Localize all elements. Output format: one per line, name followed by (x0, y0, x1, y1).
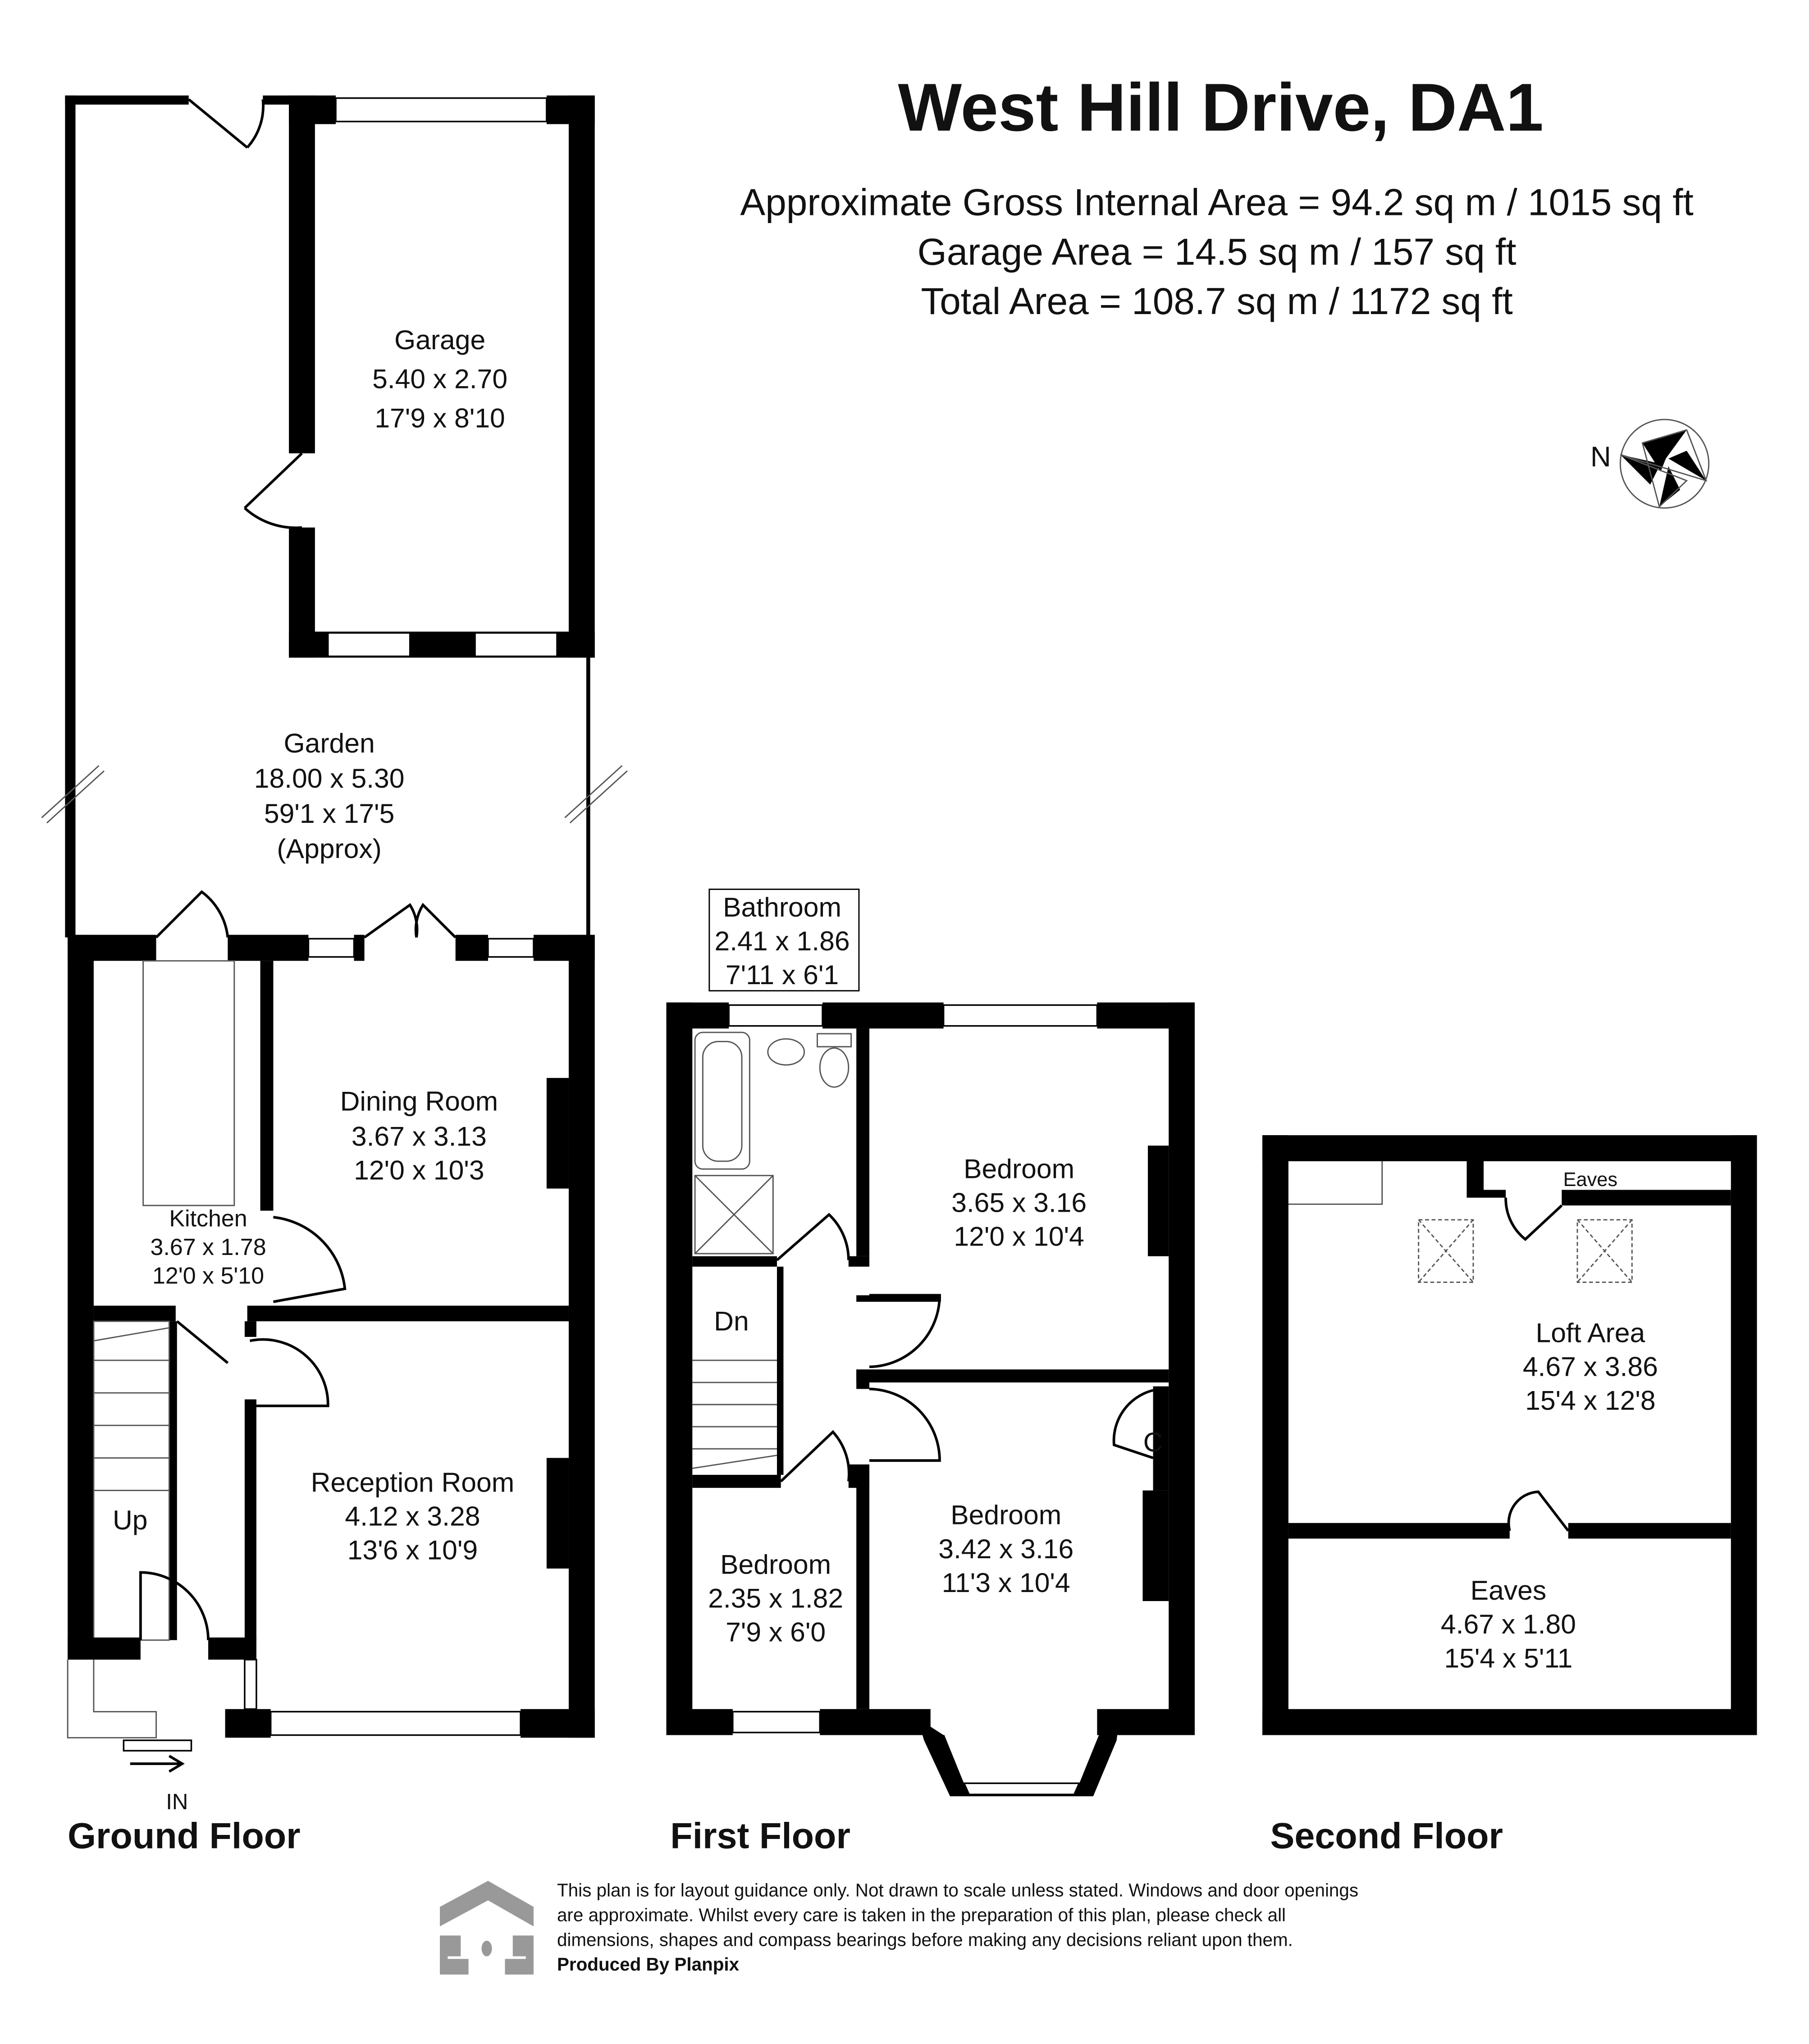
bedroom-1-dims-m: 3.65 x 3.16 (951, 1187, 1087, 1218)
bedroom-2-label: Bedroom (950, 1500, 1061, 1530)
ground-stairs (93, 1320, 170, 1641)
dining-dims-ft: 12'0 x 10'3 (354, 1154, 484, 1185)
loft-dims-ft: 15'4 x 12'8 (1525, 1385, 1655, 1416)
gross-area: Approximate Gross Internal Area = 94.2 s… (740, 181, 1693, 224)
bedroom-3-dims-ft: 7'9 x 6'0 (726, 1617, 826, 1647)
compass-rose-icon: N (1590, 419, 1710, 509)
eaves-dims-m: 4.67 x 1.80 (1441, 1609, 1576, 1639)
bathroom-fixtures (694, 1031, 852, 1255)
total-area: Total Area = 108.7 sq m / 1172 sq ft (921, 280, 1512, 322)
garden-label: Garden (283, 728, 375, 758)
kitchen-label: Kitchen (169, 1205, 247, 1232)
kitchen-dims-ft: 12'0 x 5'10 (152, 1263, 264, 1289)
ground-floor-plan (41, 95, 628, 1773)
dining-dims-m: 3.67 x 3.13 (352, 1121, 487, 1151)
second-floor-label: Second Floor (1270, 1816, 1503, 1857)
eaves-dims-ft: 15'4 x 5'11 (1444, 1642, 1572, 1673)
bathroom-dims-m: 2.41 x 1.86 (715, 926, 850, 956)
eaves-label: Eaves (1471, 1575, 1547, 1606)
garden-approx: (Approx) (277, 833, 381, 864)
disclaimer-line-2: are approximate. Whilst every care is ta… (557, 1904, 1286, 1925)
skylight-icon (1418, 1219, 1633, 1283)
garden-dims-m: 18.00 x 5.30 (254, 763, 405, 794)
garage-dims-m: 5.40 x 2.70 (372, 364, 507, 394)
disclaimer-line-1: This plan is for layout guidance only. N… (557, 1880, 1358, 1901)
dining-label: Dining Room (340, 1086, 498, 1116)
second-floor-plan (1262, 1135, 1757, 1735)
bedroom-3-dims-m: 2.35 x 1.82 (708, 1583, 843, 1613)
ground-floor-label: Ground Floor (68, 1816, 300, 1857)
bedroom-2-dims-ft: 11'3 x 10'4 (942, 1567, 1070, 1598)
reception-dims-ft: 13'6 x 10'9 (347, 1535, 478, 1565)
stairs-down-label: Dn (714, 1305, 749, 1336)
plan-title: West Hill Drive, DA1 (898, 69, 1544, 145)
cupboard-label: C (1143, 1427, 1163, 1457)
disclaimer-line-3: dimensions, shapes and compass bearings … (557, 1929, 1293, 1950)
first-floor-plan (666, 889, 1195, 1797)
first-floor-stairs (692, 1360, 777, 1469)
loft-dims-m: 4.67 x 3.86 (1523, 1351, 1658, 1382)
first-floor-label: First Floor (670, 1816, 850, 1857)
garden-dims-ft: 59'1 x 17'5 (264, 798, 394, 829)
north-label: N (1590, 441, 1611, 473)
bedroom-1-dims-ft: 12'0 x 10'4 (954, 1221, 1084, 1252)
reception-label: Reception Room (311, 1467, 515, 1497)
bathroom-dims-ft: 7'11 x 6'1 (726, 959, 839, 990)
eaves-small-label: Eaves (1563, 1169, 1617, 1191)
bedroom-3-label: Bedroom (720, 1549, 831, 1579)
reception-dims-m: 4.12 x 3.28 (345, 1501, 480, 1532)
stairs-up-label: Up (113, 1505, 147, 1535)
garage-area: Garage Area = 14.5 sq m / 157 sq ft (918, 230, 1517, 273)
garage-label: Garage (394, 324, 485, 355)
planpix-logo (440, 1880, 534, 1975)
bedroom-2-dims-m: 3.42 x 3.16 (938, 1533, 1074, 1564)
entrance-label: IN (166, 1790, 188, 1814)
produced-by: Produced By Planpix (557, 1954, 740, 1975)
bathroom-label: Bathroom (723, 892, 841, 922)
loft-label: Loft Area (1536, 1317, 1645, 1348)
garage-dims-ft: 17'9 x 8'10 (375, 402, 505, 433)
bedroom-1-label: Bedroom (964, 1154, 1074, 1184)
kitchen-dims-m: 3.67 x 1.78 (150, 1234, 266, 1260)
